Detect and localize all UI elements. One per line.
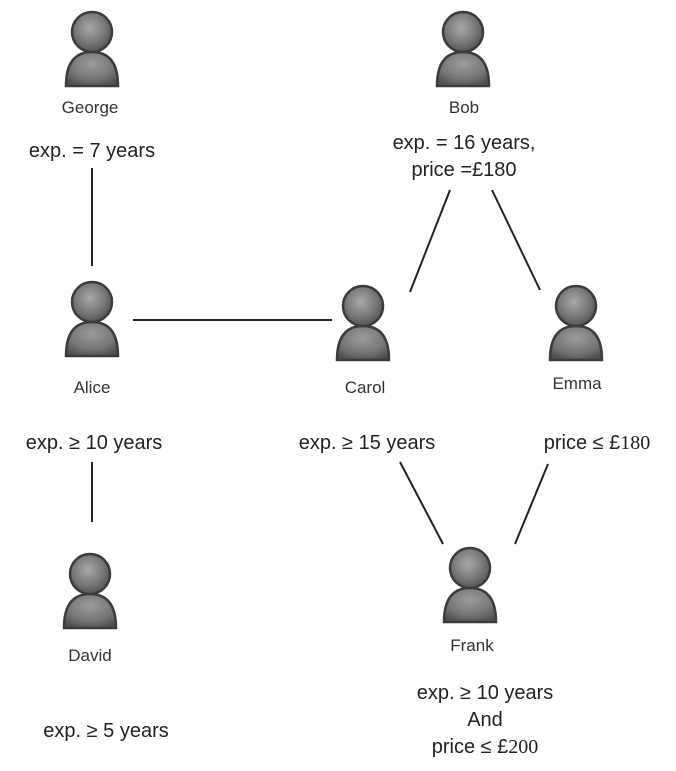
- note-frank-line2: And: [467, 709, 503, 731]
- name-david: David: [68, 646, 112, 665]
- edge-bob-carol: [409, 189, 451, 293]
- note-bob-line1: exp. = 16 years,: [392, 132, 536, 154]
- note-alice: exp. ≥ 10 years: [25, 432, 163, 454]
- edge-emma-frank: [514, 463, 549, 545]
- note-emma-prefix: price ≤ £: [543, 432, 621, 454]
- note-frank-line1: exp. ≥ 10 years: [416, 682, 554, 704]
- note-frank-line3-value: 200: [508, 736, 539, 758]
- person-icon-emma: [546, 280, 606, 364]
- person-icon-alice: [62, 276, 122, 360]
- person-icon-david: [60, 548, 120, 632]
- note-frank-line3-prefix: price ≤ £: [431, 736, 509, 758]
- name-carol: Carol: [344, 378, 386, 397]
- note-emma: price ≤ £180: [544, 430, 651, 457]
- name-alice: Alice: [73, 378, 111, 397]
- person-icon-frank: [440, 542, 500, 626]
- note-carol: exp. ≥ 15 years: [298, 432, 436, 454]
- note-george: exp. = 7 years: [28, 140, 156, 162]
- note-emma-value: 180: [620, 432, 651, 454]
- note-bob: exp. = 16 years, price =£180: [393, 130, 536, 184]
- name-emma: Emma: [552, 374, 602, 393]
- note-david: exp. ≥ 5 years: [43, 720, 169, 742]
- note-frank-line3: price ≤ £200: [417, 734, 554, 761]
- note-bob-line2: price =£180: [411, 159, 517, 181]
- name-george: George: [61, 98, 119, 117]
- name-bob: Bob: [448, 98, 480, 117]
- person-icon-george: [62, 6, 122, 90]
- note-frank: exp. ≥ 10 years And price ≤ £200: [417, 680, 554, 761]
- edge-carol-frank: [399, 461, 444, 545]
- edge-bob-emma: [491, 189, 541, 291]
- person-icon-carol: [333, 280, 393, 364]
- name-frank: Frank: [450, 636, 494, 655]
- person-icon-bob: [433, 6, 493, 90]
